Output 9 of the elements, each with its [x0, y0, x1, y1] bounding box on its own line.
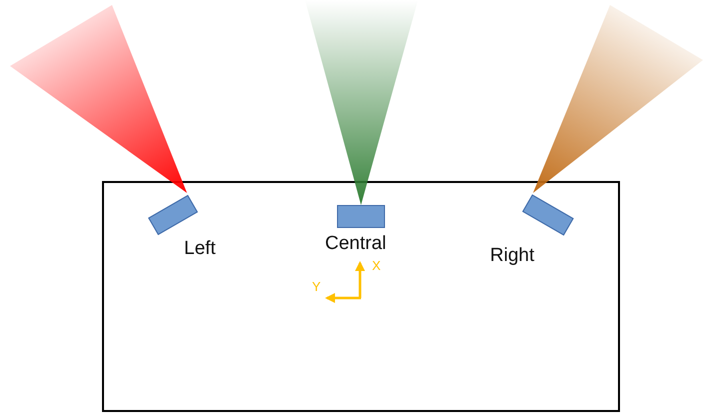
sensor-label: Right [490, 245, 534, 267]
sensor-label: Left [184, 238, 216, 260]
sensor-label: Central [325, 233, 386, 255]
axis-label: Y [312, 279, 321, 294]
axis-label: X [372, 258, 381, 273]
light-beam [10, 5, 187, 193]
sensor-block [337, 205, 385, 228]
light-beam [533, 5, 703, 193]
outline-frame [102, 181, 620, 412]
